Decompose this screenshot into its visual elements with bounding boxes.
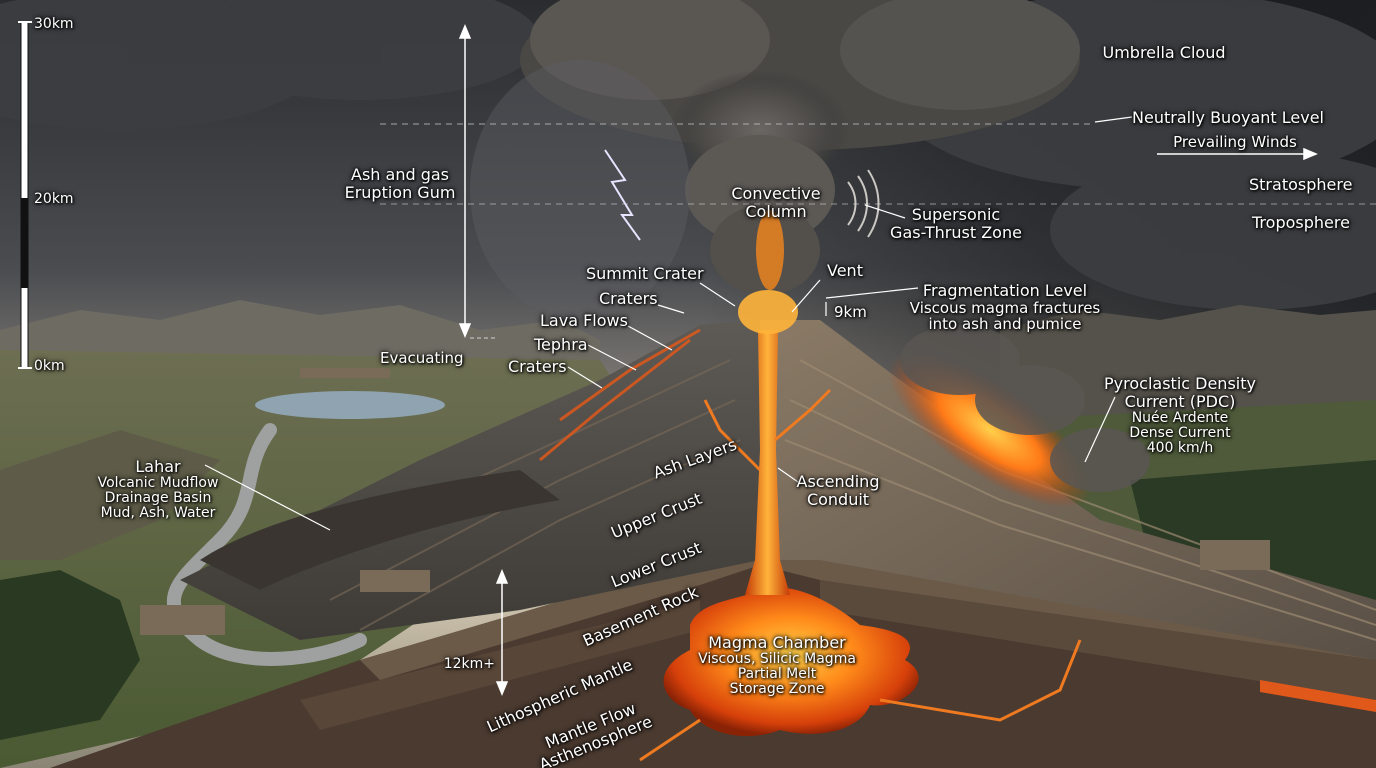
magma-chamber-label: Magma Chamber Viscous, Silicic Magma Par… [698,634,856,697]
stratosphere-label: Stratosphere [1249,175,1353,194]
chamber-title: Magma Chamber [708,633,846,652]
troposphere-label: Troposphere [1252,213,1350,232]
pdc-line-3: Nuée Ardente [1131,410,1229,426]
pdc-line-4: Dense Current [1129,425,1231,441]
chamber-line-2: Viscous, Silicic Magma [698,651,856,667]
neutral-buoyant-label: Neutrally Buoyant Level [1132,108,1324,127]
fragmentation-label: Fragmentation Level Viscous magma fractu… [909,281,1101,333]
chamber-line-3: Partial Melt [737,666,817,682]
supersonic-line-1: Supersonic [911,205,1001,224]
altitude-label-bottom: 0km [34,358,65,374]
altitude-label-top: 30km [34,16,74,32]
lahar-label: Lahar Volcanic Mudflow Drainage Basin Mu… [98,458,219,521]
craters-label-upper: Craters [599,289,658,308]
prevailing-winds-label: Prevailing Winds [1173,133,1297,151]
ash-gas-label: Ash and gas Eruption Gum [345,166,456,202]
pdc-label: Pyroclastic Density Current (PDC) Nuée A… [1104,375,1256,456]
lahar-line-1: Lahar [135,457,181,476]
lahar-line-2: Volcanic Mudflow [97,475,219,491]
evacuating-label: Evacuating [380,349,464,367]
convective-line-2: Column [745,202,807,221]
umbrella-cloud-label: Umbrella Cloud [1102,43,1226,62]
ascending-conduit-label: Ascending Conduit [797,473,880,509]
supersonic-line-2: Gas-Thrust Zone [890,223,1022,242]
vent-label: Vent [827,261,863,280]
pdc-line-2: Current (PDC) [1124,392,1236,411]
summit-crater-label: Summit Crater [586,264,704,283]
convective-line-1: Convective [731,184,821,203]
chamber-line-4: Storage Zone [729,681,825,697]
craters-label-lower: Craters [508,357,567,376]
supersonic-zone-label: Supersonic Gas-Thrust Zone [890,206,1022,242]
lahar-line-3: Drainage Basin [104,490,212,506]
convective-column-label: Convective Column [731,185,820,221]
lava-flows-label: Lava Flows [540,311,628,330]
conduit-line-2: Conduit [806,490,870,509]
ash-gas-line-2: Eruption Gum [344,183,456,202]
lahar-line-4: Mud, Ash, Water [100,505,216,521]
conduit-line-1: Ascending [796,472,880,491]
fragmentation-title: Fragmentation Level [922,281,1088,300]
tephra-label: Tephra [534,335,588,354]
altitude-label-mid: 20km [34,191,74,207]
depth-9km-label: 9km [834,303,867,321]
fragmentation-line-3: into ash and pumice [928,315,1082,333]
pdc-line-5: 400 km/h [1146,440,1214,456]
depth-12km-label: 12km+ [443,656,495,672]
ash-gas-line-1: Ash and gas [351,165,449,184]
fragmentation-line-2: Viscous magma fractures [909,299,1101,317]
pdc-line-1: Pyroclastic Density [1104,374,1256,393]
